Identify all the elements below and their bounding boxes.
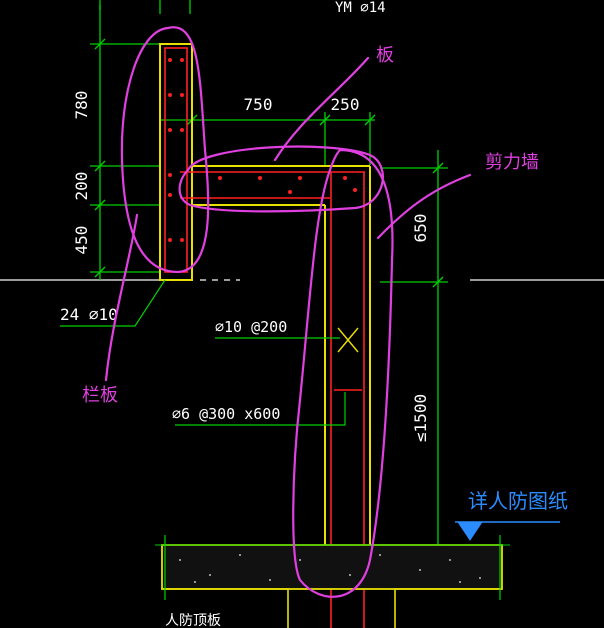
dim-250-label: 250 [331, 95, 360, 114]
slab-outline [192, 165, 370, 206]
rebar-label-tie: ⌀6 @300 x600 [172, 405, 280, 423]
top-clipped-text: YM ⌀14 [335, 0, 386, 16]
parapet-rebar [164, 47, 188, 273]
dim-1500-label: ≤1500 [411, 394, 430, 442]
dim-750-label: 750 [244, 95, 273, 114]
annotation-shear-wall: 剪力墙 [485, 152, 539, 173]
slab-rebar [180, 171, 365, 199]
left-dimension-chain [90, 5, 160, 280]
rebar-label-parapet: 24 ⌀10 [60, 305, 118, 324]
rebar-label-wall: ⌀10 @200 [215, 318, 287, 336]
floor-slab [155, 535, 510, 628]
dim-650-label: 650 [411, 214, 430, 243]
annotation-parapet: 栏板 [82, 385, 118, 406]
annotation-slab: 板 [376, 45, 394, 66]
rebar-dots [168, 58, 357, 242]
rebar-leaders [60, 279, 346, 426]
top-gridline-ticks [99, 0, 191, 14]
dim-200-label: 200 [72, 172, 91, 201]
shear-wall-outline [324, 166, 371, 545]
dim-780-label: 780 [72, 91, 91, 120]
wall-tie-mark [334, 327, 362, 391]
bottom-slab-label: 人防顶板 [165, 613, 221, 628]
parapet-outline [159, 43, 193, 281]
detail-ref-label: 详人防图纸 [468, 489, 568, 513]
magenta-markup [104, 26, 472, 598]
detail-ref-marker [455, 521, 560, 541]
dim-450-label: 450 [72, 226, 91, 255]
